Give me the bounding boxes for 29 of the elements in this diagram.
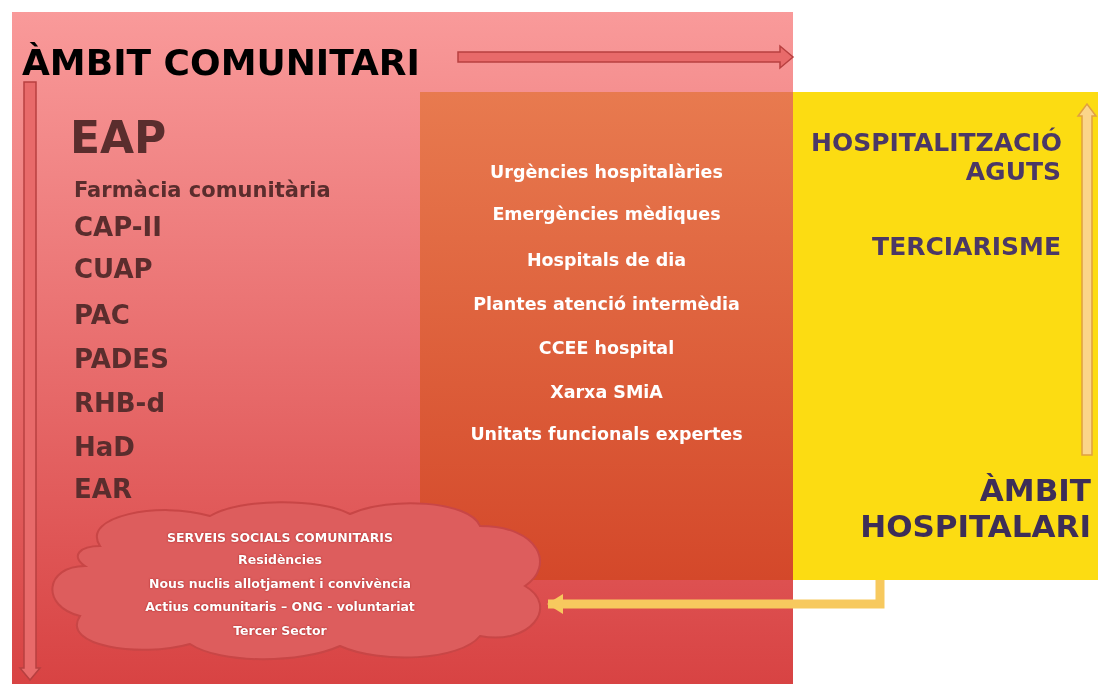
heading: ÀMBIT COMUNITARI [22,42,420,83]
list-item: PAC [74,300,130,330]
heading: HOSPITALITZACIÓ AGUTS [811,128,1061,186]
list-item: PADES [74,344,169,374]
list-item: Farmàcia comunitària [74,178,331,202]
list-item: EAR [74,474,132,504]
list-item: CCEE hospital [537,338,676,358]
list-item: SERVEIS SOCIALS COMUNITARIS [166,530,394,545]
list-item: CUAP [74,254,153,284]
hospital-area-panel [793,92,1098,580]
list-item: Nous nuclis allotjament i convivència [148,576,412,591]
list-item: CAP-II [74,212,162,242]
list-item: EAP [70,112,167,163]
list-item: Unitats funcionals expertes [469,424,744,444]
list-item: Plantes atenció intermèdia [472,294,741,314]
list-item: Hospitals de dia [525,250,688,270]
heading: TERCIARISME [871,232,1061,261]
list-item: Xarxa SMiA [549,382,664,402]
community-area-panel [12,12,793,684]
list-item: Tercer Sector [232,623,328,638]
list-item: Actius comunitaris – ONG - voluntariat [144,599,416,614]
list-item: HaD [74,432,135,462]
arrow [547,580,885,614]
list-item: Residències [237,552,323,567]
list-item: RHB-d [74,388,165,418]
list-item: Urgències hospitalàries [489,162,724,182]
heading: ÀMBIT HOSPITALARI [859,472,1091,544]
shared-area-panel [420,92,793,580]
list-item: Emergències mèdiques [491,204,722,224]
